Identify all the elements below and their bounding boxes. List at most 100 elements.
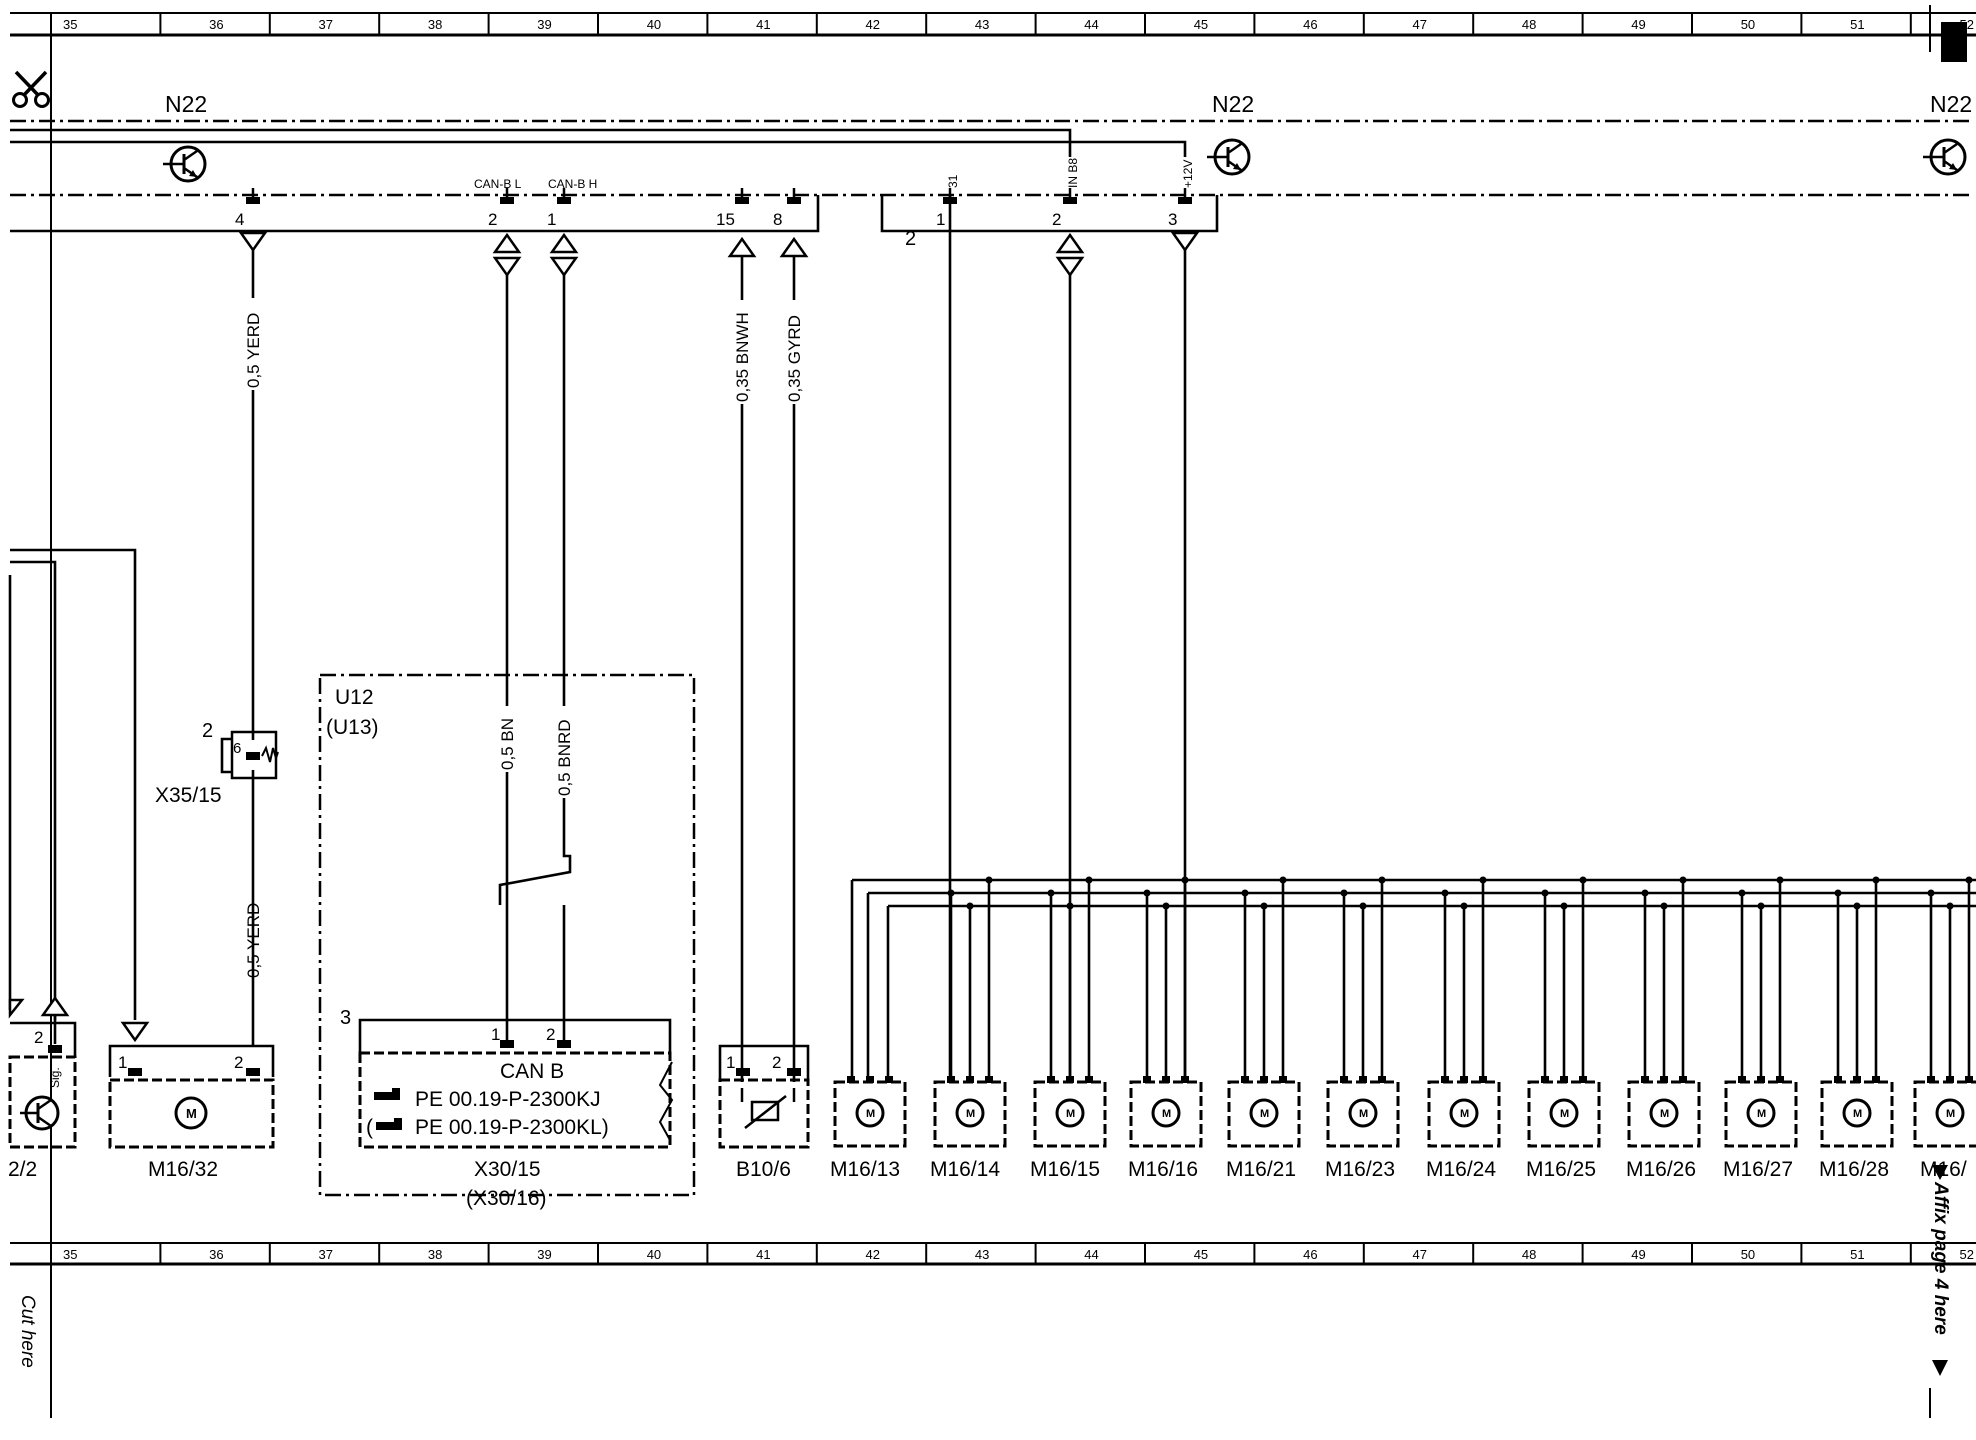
connector-x35-15: 2 6 X35/15 <box>155 720 279 807</box>
transistor-icon <box>163 145 207 183</box>
connector-pin: 6 <box>233 740 241 757</box>
ruler-number: 45 <box>1194 1247 1208 1262</box>
pin-label: 1 <box>726 1053 735 1072</box>
svg-text:M: M <box>866 1108 875 1120</box>
pin-label: 3 <box>1168 210 1177 229</box>
n22-label-2: N22 <box>1212 91 1254 117</box>
motor-icon: M <box>1549 1098 1579 1128</box>
n22-label-3: N22 <box>1930 91 1972 117</box>
motor-label: M16/24 <box>1426 1158 1496 1181</box>
pin-label: 1 <box>491 1025 500 1044</box>
ruler-number: 41 <box>756 17 770 32</box>
wire-label-yerd-lower: 0,5 YERD <box>244 903 263 978</box>
motor-label: M16/15 <box>1030 1158 1100 1181</box>
motor-icon: M <box>1935 1098 1965 1128</box>
svg-text:M: M <box>1853 1108 1862 1120</box>
ruler-number: 37 <box>319 1247 333 1262</box>
reference-1: PE 00.19-P-2300KJ <box>415 1088 601 1111</box>
motor-label: M16/23 <box>1325 1158 1395 1181</box>
ruler-number: 51 <box>1850 1247 1864 1262</box>
reference-2-prefix: ( <box>366 1116 373 1139</box>
sensor-icon <box>740 1088 796 1129</box>
svg-text:M: M <box>1260 1108 1269 1120</box>
hand-reference-icon <box>376 1118 402 1130</box>
arrow-down-icon <box>120 1021 150 1043</box>
ruler-number: 50 <box>1741 17 1755 32</box>
can-index: 3 <box>340 1007 351 1029</box>
motor-icon: M <box>1746 1098 1776 1128</box>
connector-bracket-right <box>880 195 1219 233</box>
motor-label: M16/16 <box>1128 1158 1198 1181</box>
ruler-number: 36 <box>209 1247 223 1262</box>
ruler-number: 37 <box>319 17 333 32</box>
arrow-down-icon <box>238 231 1200 278</box>
cut-here-text: Cut here <box>17 1295 38 1368</box>
motor-unit: M M16/23 <box>1325 876 1400 1181</box>
svg-text:M: M <box>1757 1108 1766 1120</box>
ruler-number: 46 <box>1303 17 1317 32</box>
ruler-number: 50 <box>1741 1247 1755 1262</box>
ruler-number: 42 <box>866 1247 880 1262</box>
motor-row: MM16/13MM16/14MM16/15MM16/16MM16/21MM16/… <box>830 876 1976 1181</box>
pin-label: 2 <box>772 1053 781 1072</box>
motor-label: M16/14 <box>930 1158 1000 1181</box>
sensor-b10-6: 1 2 B10/6 <box>718 1044 810 1181</box>
pin-label: 2 <box>1052 210 1061 229</box>
motor-icon: M <box>174 1096 208 1130</box>
svg-text:M: M <box>1460 1108 1469 1120</box>
motor-label: M16/25 <box>1526 1158 1596 1181</box>
pin-label: 8 <box>773 210 782 229</box>
motor-icon: M <box>1449 1098 1479 1128</box>
svg-text:M: M <box>186 1106 197 1121</box>
ruler-number: 39 <box>537 1247 551 1262</box>
motor-icon: M <box>955 1098 985 1128</box>
ruler-number: 47 <box>1413 1247 1427 1262</box>
motor-label: M16/21 <box>1226 1158 1296 1181</box>
svg-text:M: M <box>1162 1108 1171 1120</box>
connector-x35-label: X35/15 <box>155 784 222 807</box>
motor-icon: M <box>1348 1098 1378 1128</box>
left-wire-b <box>10 560 57 1020</box>
ruler-number: 44 <box>1084 17 1098 32</box>
ruler-number: 35 <box>63 1247 77 1262</box>
sig-label: Sig. <box>48 1067 62 1088</box>
svg-text:M: M <box>1660 1108 1669 1120</box>
m16-32-label: M16/32 <box>148 1158 218 1181</box>
motor-icon: M <box>1249 1098 1279 1128</box>
ruler-number: 51 <box>1850 17 1864 32</box>
ruler-number: 38 <box>428 17 442 32</box>
wire-label-yerd-upper: 0,5 YERD <box>244 313 263 388</box>
ruler-number: 49 <box>1631 17 1645 32</box>
can-b-block: 3 1 2 CAN B PE 00.19-P-2300KJ ( PE 00.19… <box>340 1007 674 1210</box>
ruler-number: 47 <box>1413 17 1427 32</box>
motor-icon: M <box>855 1098 885 1128</box>
motor-icon: M <box>1151 1098 1181 1128</box>
wire-label-gyrd: 0,35 GYRD <box>785 315 804 402</box>
motor-unit: M M16/16 <box>1128 876 1203 1181</box>
ruler-number: 43 <box>975 17 989 32</box>
registration-mark <box>1941 22 1967 62</box>
pin-label: 15 <box>716 210 735 229</box>
pin-label: 4 <box>235 210 244 229</box>
transistor-icon <box>20 1095 60 1131</box>
arrow-down-icon <box>40 995 70 1017</box>
ruler-number: 40 <box>647 1247 661 1262</box>
transistor-icon <box>1207 138 1251 176</box>
motor-icon: M <box>1055 1098 1085 1128</box>
motor-label: M16/28 <box>1819 1158 1889 1181</box>
left-partial-component: 2 Sig. 2/2 <box>8 1021 77 1181</box>
ruler-number: 48 <box>1522 1247 1536 1262</box>
left-partial-label: 2/2 <box>8 1158 37 1181</box>
arrow-down-icon <box>1932 1360 1948 1376</box>
wire-bnrd-break <box>498 270 572 905</box>
ruler-number: 52 <box>1960 1247 1974 1262</box>
motor-icon: M <box>1649 1098 1679 1128</box>
pin-label: 2 <box>546 1025 555 1044</box>
wire-label-bnrd: 0,5 BNRD <box>555 719 574 796</box>
svg-text:M: M <box>1359 1108 1368 1120</box>
